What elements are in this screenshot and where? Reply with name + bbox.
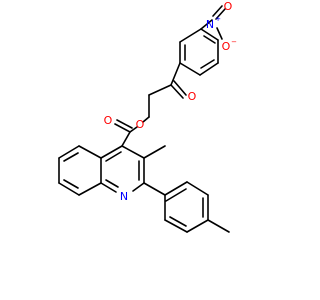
bond <box>121 131 131 147</box>
bond <box>143 182 166 196</box>
bond <box>164 219 188 233</box>
bond <box>105 151 122 162</box>
nitro-oxygen-minus-label: O <box>222 40 231 53</box>
bond <box>114 123 131 133</box>
bond <box>143 145 166 159</box>
nitro-oxygen-top-label: O <box>224 0 233 13</box>
bond <box>203 35 216 44</box>
bond <box>170 84 184 99</box>
bond <box>170 62 181 86</box>
bond <box>116 119 133 129</box>
bond <box>216 27 223 40</box>
bond <box>215 8 226 20</box>
bond <box>142 116 150 123</box>
bond <box>173 80 187 96</box>
bond <box>132 182 145 192</box>
ketone-oxygen-label: O <box>188 90 197 103</box>
atom-labels: N + O O − O O O N <box>104 0 237 203</box>
bond <box>63 179 79 189</box>
bond <box>199 62 219 76</box>
bond <box>186 219 209 233</box>
bonds <box>58 5 230 233</box>
bond <box>100 182 117 193</box>
bond <box>100 145 123 159</box>
bond <box>179 28 202 43</box>
bond <box>186 181 209 196</box>
bond <box>164 181 188 196</box>
bond <box>63 152 79 162</box>
bond <box>58 145 80 159</box>
bond <box>200 19 213 30</box>
bond <box>121 145 145 159</box>
bond <box>148 84 172 96</box>
quinoline-nitrogen-label: N <box>120 190 128 203</box>
bond <box>78 145 102 159</box>
bond <box>129 126 138 133</box>
bond <box>58 182 80 196</box>
bond <box>179 62 201 76</box>
nitro-oxygen-charge: − <box>231 38 237 46</box>
bond <box>169 216 187 227</box>
bond <box>105 179 119 188</box>
bond <box>212 5 223 17</box>
nitro-nitrogen-label: N <box>206 18 214 31</box>
bond <box>200 28 219 41</box>
bond <box>78 182 102 196</box>
bond <box>200 59 215 69</box>
nitro-nitrogen-charge: + <box>215 15 221 23</box>
ester-oxygen-label: O <box>136 118 145 131</box>
bond <box>165 188 187 202</box>
chemical-structure: N + O O − O O O N <box>58 0 237 233</box>
carbonyl-oxygen-label: O <box>104 114 113 127</box>
bond <box>207 219 230 233</box>
